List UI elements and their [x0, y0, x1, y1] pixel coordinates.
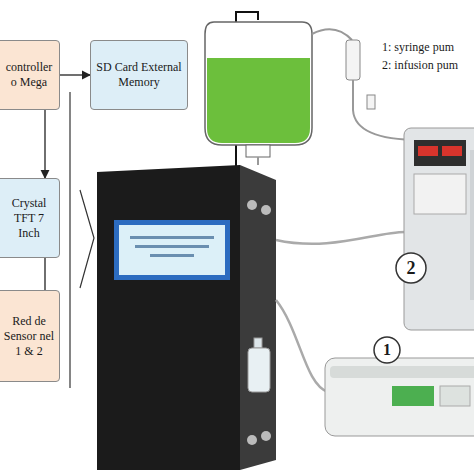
pump-led — [442, 146, 462, 156]
bottle-neck — [254, 338, 262, 348]
process-box: SD Card External Memory — [90, 40, 188, 110]
device-side — [240, 165, 276, 470]
infusion-pump — [404, 128, 474, 330]
callout-number: 2 — [407, 258, 416, 279]
box-label: Crystal TFT 7 Inch — [3, 196, 55, 241]
tube — [257, 157, 259, 165]
screen-line — [130, 236, 214, 239]
pump-door — [470, 150, 474, 300]
iv-fluid — [207, 58, 310, 143]
bag-port — [246, 145, 270, 157]
device-front — [97, 165, 240, 470]
pump-display — [392, 386, 434, 406]
process-box: Red de Sensor nel 1 & 2 — [0, 290, 60, 382]
iv-bag — [205, 22, 312, 145]
syringe-holder — [330, 366, 474, 378]
box-label: Red de Sensor nel 1 & 2 — [3, 314, 55, 359]
callout-number: 1 — [383, 341, 391, 359]
connector-arrow — [44, 258, 45, 290]
bracket — [80, 190, 94, 288]
pump-keypad — [440, 386, 470, 406]
box-label: SD Card External Memory — [95, 60, 183, 90]
pump-keypad — [414, 174, 466, 214]
legend-note: 2: infusion pum — [382, 58, 458, 73]
process-box: controller o Mega — [0, 40, 60, 110]
bottle — [248, 348, 270, 392]
screen-frame — [114, 220, 230, 280]
legend-note: 1: syringe pum — [382, 40, 454, 55]
pump-led — [418, 146, 438, 156]
pump-display — [414, 140, 466, 166]
box-label: controller o Mega — [3, 60, 55, 90]
screen — [119, 225, 225, 275]
bracket-line — [69, 92, 70, 388]
drip-chamber — [346, 40, 360, 80]
bolt — [261, 431, 271, 441]
tube — [312, 29, 352, 40]
bolt — [261, 205, 271, 215]
tube — [276, 232, 405, 244]
process-box: Crystal TFT 7 Inch — [0, 178, 60, 258]
bolt — [247, 435, 257, 445]
callout-circle — [396, 253, 426, 283]
connector-arrow — [44, 110, 45, 178]
screen-line — [150, 254, 194, 257]
syringe-pump — [325, 358, 474, 436]
tube — [276, 300, 328, 392]
clamp — [367, 95, 375, 109]
bolt — [247, 200, 257, 210]
screen-line — [135, 245, 209, 248]
callout-circle — [374, 337, 400, 363]
connector-arrow — [60, 74, 90, 75]
